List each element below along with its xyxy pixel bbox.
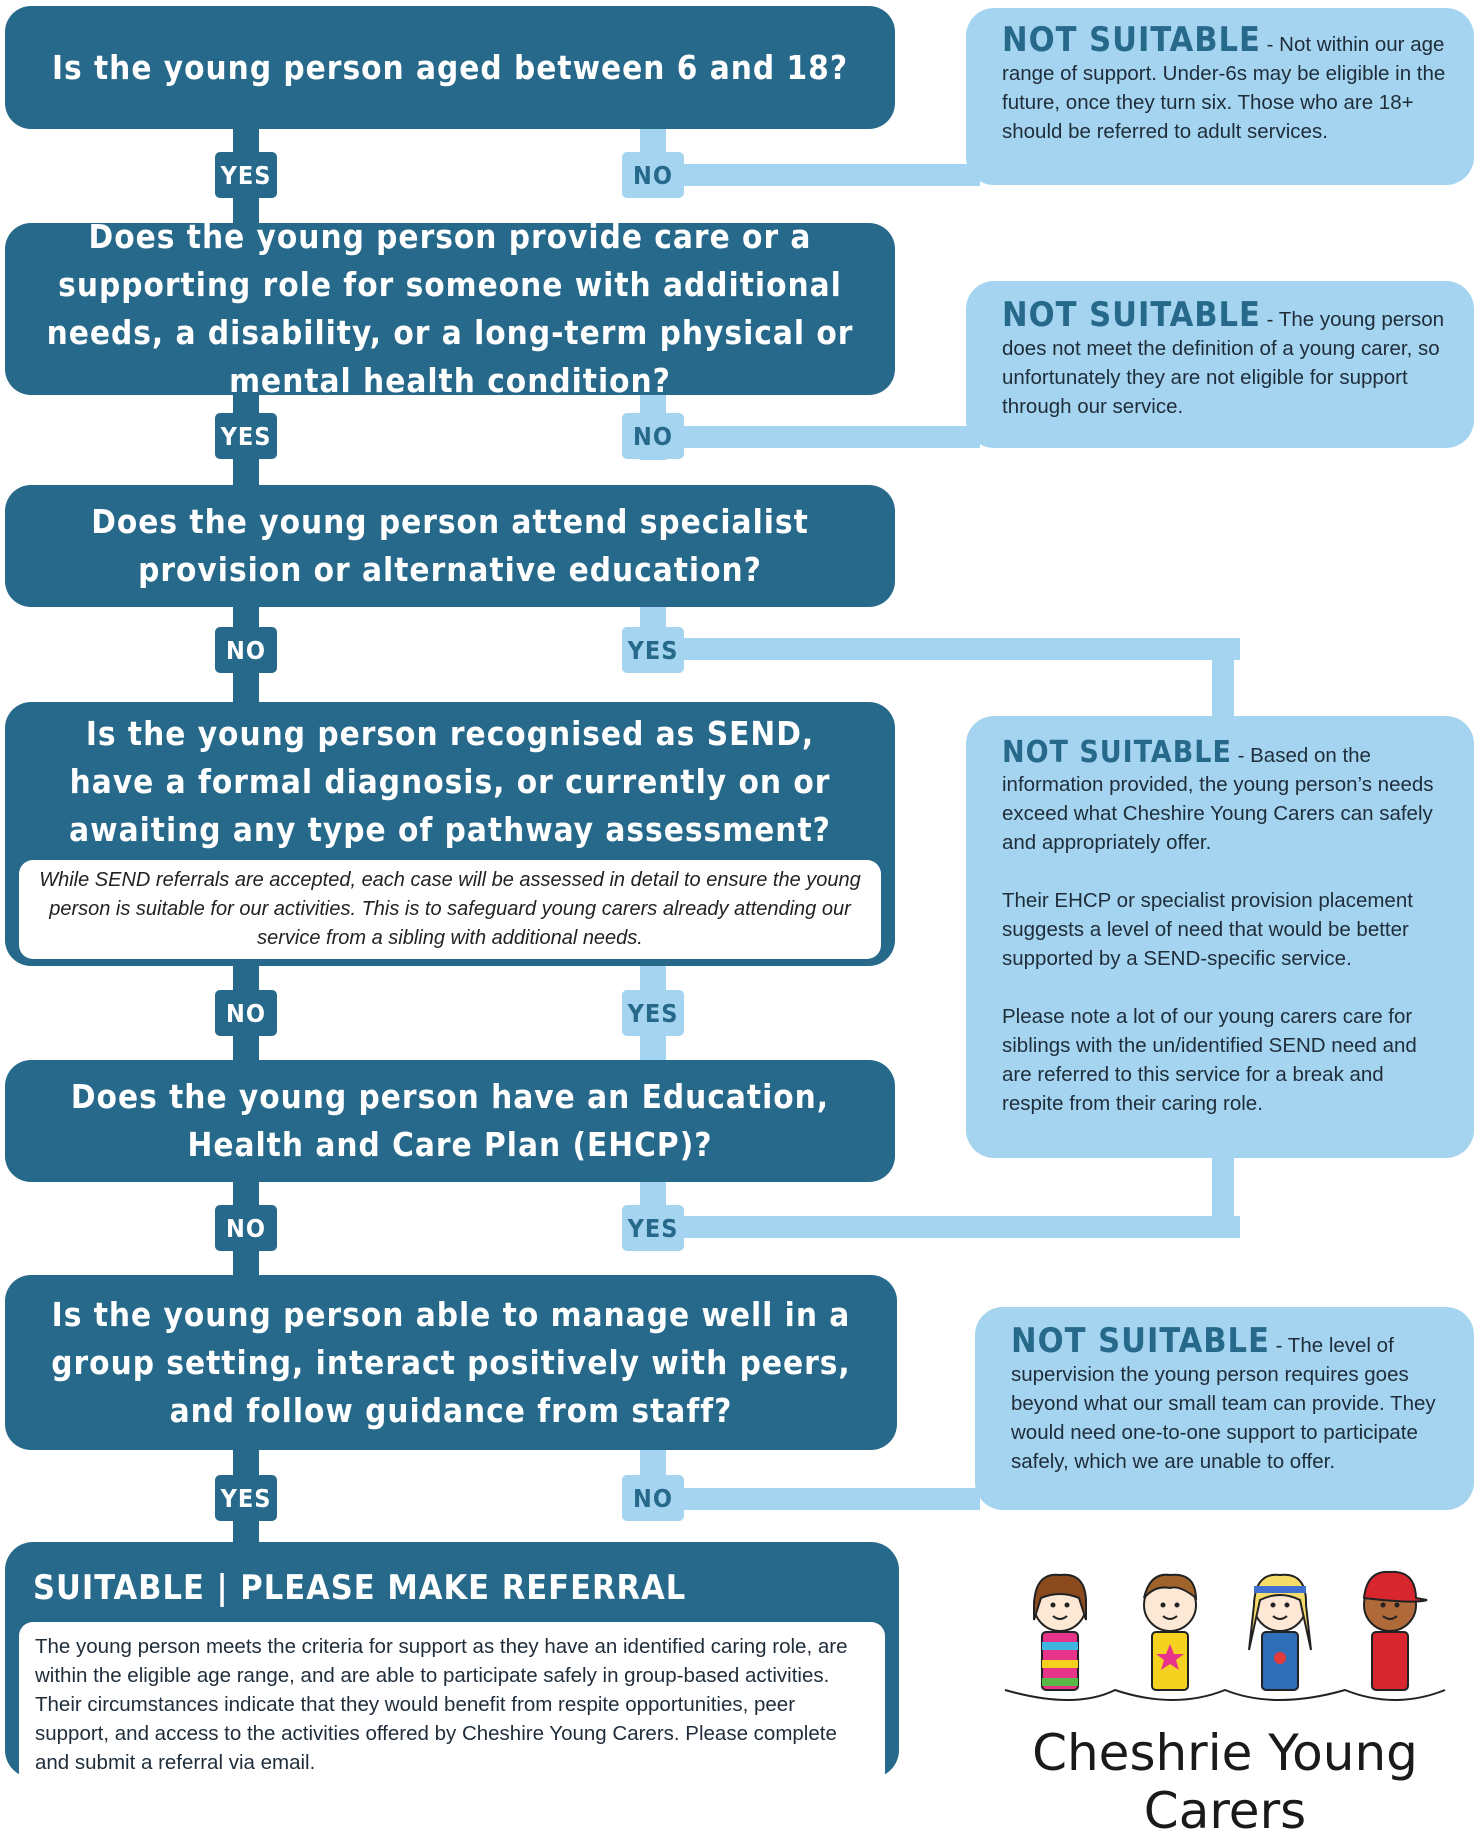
no-label: NO — [215, 990, 277, 1036]
connector-line — [1212, 1150, 1234, 1238]
yes-label: YES — [215, 413, 277, 459]
not-suitable-heading: NOT SUITABLE — [1002, 295, 1261, 335]
logo-text: Cheshrie Young Carers — [1032, 1724, 1418, 1840]
not-suitable-heading: NOT SUITABLE — [1011, 1321, 1270, 1361]
yes-label: YES — [215, 1475, 277, 1521]
question-text: Does the young person have an Education,… — [70, 1077, 830, 1164]
not-suitable-heading: NOT SUITABLE — [1002, 735, 1232, 770]
connector-line — [640, 1216, 1240, 1238]
not-suitable-age: NOT SUITABLE - Not within our age range … — [966, 8, 1474, 185]
question-text: Is the young person recognised as SEND, … — [69, 714, 831, 849]
yes-label: YES — [622, 627, 684, 673]
logo-children-illustration — [1004, 1570, 1446, 1701]
suitable-result: SUITABLE | PLEASE MAKE REFERRAL The youn… — [5, 1542, 899, 1787]
not-suitable-text: - Based on the information provided, the… — [1002, 744, 1434, 854]
no-label: NO — [622, 1475, 684, 1521]
no-label: NO — [215, 627, 277, 673]
no-label: NO — [622, 152, 684, 198]
question-caring-role: Does the young person provide care or a … — [5, 217, 895, 400]
question-specialist-provision: Does the young person attend specialist … — [5, 485, 895, 607]
not-suitable-text: Their EHCP or specialist provision place… — [1002, 889, 1413, 970]
connector-line — [640, 1488, 980, 1510]
connector-line — [1212, 638, 1234, 718]
connector-line — [640, 638, 1240, 660]
question-text: Is the young person aged between 6 and 1… — [51, 47, 849, 87]
not-suitable-text: - Not within our age range of support. U… — [1002, 33, 1446, 143]
send-note: While SEND referrals are accepted, each … — [19, 860, 881, 959]
result-body: The young person meets the criteria for … — [19, 1622, 885, 1787]
question-age: Is the young person aged between 6 and 1… — [5, 6, 895, 129]
not-suitable-caring: NOT SUITABLE - The young person does not… — [966, 281, 1474, 448]
yes-label: YES — [215, 152, 277, 198]
not-suitable-supervision: NOT SUITABLE - The level of supervision … — [975, 1307, 1474, 1510]
question-ehcp: Does the young person have an Education,… — [5, 1060, 895, 1182]
question-group-setting: Is the young person able to manage well … — [5, 1275, 897, 1450]
not-suitable-text: - The level of supervision the young per… — [1011, 1334, 1436, 1473]
question-send: Is the young person recognised as SEND, … — [5, 702, 895, 966]
connector-line — [640, 426, 980, 448]
connector-line — [640, 164, 980, 186]
yes-label: YES — [622, 1205, 684, 1251]
question-text: Does the young person provide care or a … — [46, 217, 854, 400]
result-title: SUITABLE | PLEASE MAKE REFERRAL — [33, 1568, 687, 1608]
logo: Cheshrie Young Carers — [975, 1560, 1475, 1840]
no-label: NO — [215, 1205, 277, 1251]
not-suitable-text: - The young person does not meet the def… — [1002, 308, 1445, 418]
not-suitable-text: Please note a lot of our young carers ca… — [1002, 1005, 1417, 1115]
no-label: NO — [622, 413, 684, 459]
question-text: Does the young person attend specialist … — [91, 502, 809, 589]
not-suitable-send: NOT SUITABLE - Based on the information … — [966, 716, 1474, 1158]
not-suitable-heading: NOT SUITABLE — [1002, 20, 1261, 60]
yes-label: YES — [622, 990, 684, 1036]
question-text: Is the young person able to manage well … — [51, 1294, 851, 1430]
